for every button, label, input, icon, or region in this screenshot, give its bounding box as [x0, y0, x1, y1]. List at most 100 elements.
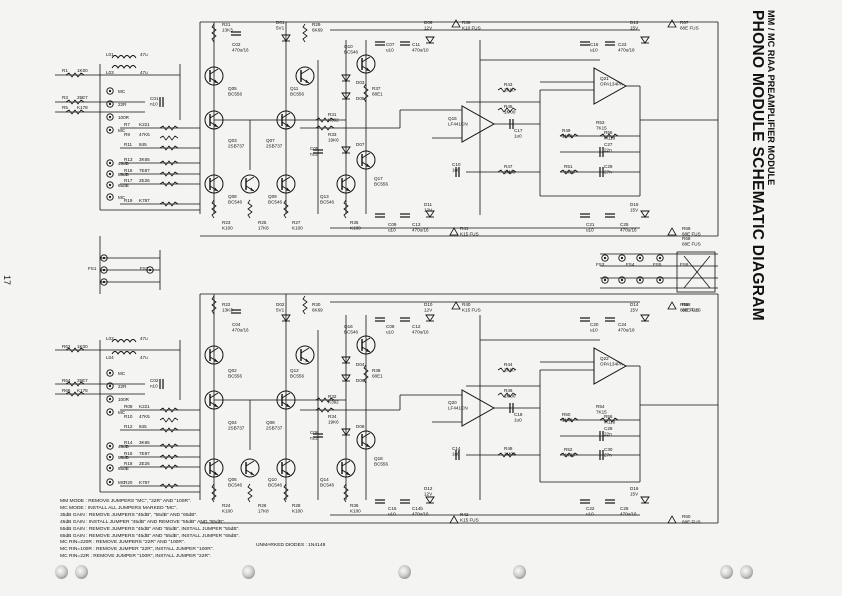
component-ref: R33 [328, 132, 337, 137]
transistor-ref: Q11 [290, 86, 299, 91]
component-value: 12V [424, 208, 433, 213]
transistor-ref: Q03 [228, 138, 237, 143]
component-value: 27n [604, 170, 612, 175]
component-value: 470u/16 [412, 512, 429, 517]
input-label: MC [118, 410, 126, 415]
transistor-value: BC556 [374, 462, 388, 467]
component-value: u10 [388, 228, 396, 233]
top-part-ref: C20 [590, 322, 599, 327]
component-ref: C30 [604, 447, 613, 452]
resistor-value: 2E26 [139, 461, 150, 466]
component-ref: R25 [258, 220, 267, 225]
component-value: 1u0 [514, 418, 522, 423]
coil-value: 47u [140, 336, 148, 341]
component-ref: D15 [630, 202, 639, 207]
component-ref: D16 [630, 486, 639, 491]
component-ref: R49 [562, 128, 571, 133]
component-value: 68E FUS [682, 520, 701, 525]
top-part-ref: C08 [386, 324, 395, 329]
component-value: 470u/16 [620, 512, 637, 517]
component-ref: R55 [604, 130, 613, 135]
fuse-resistor-ref: R58 [682, 302, 691, 307]
top-part-ref: D09 [424, 20, 433, 25]
resistor-ref: R7 [124, 122, 130, 127]
component-ref: C05 [310, 146, 319, 151]
top-part-ref: C24 [618, 322, 627, 327]
top-part-value: 5V1 [276, 26, 285, 31]
component-ref: R32 [328, 394, 337, 399]
component-ref: R44 [504, 362, 513, 367]
mode-note: MC RIN=22R : REMOVE JUMPER "100R", INSTA… [60, 554, 212, 560]
component-labels: MC22R100RMC45dB55dB65dBMCMC22R100RMC45dB… [62, 20, 701, 525]
input-label: 22R [118, 384, 127, 389]
component-ref: R69 [682, 226, 691, 231]
component-ref: R28 [292, 503, 301, 508]
component-ref: Q20 [448, 400, 457, 405]
transistor-ref: Q18 [374, 456, 383, 461]
binder-hole [75, 565, 88, 579]
top-part-ref: D10 [424, 302, 433, 307]
component-value: K15 FUS [460, 518, 479, 523]
transistor-ref: Q17 [374, 176, 383, 181]
input-label: 65dB [118, 183, 129, 188]
top-part-ref: Q10 [344, 44, 353, 49]
fuse-resistor-value: 68E FUS [682, 308, 701, 313]
component-value: 17K8 [258, 226, 269, 231]
component-ref: C14b [412, 506, 423, 511]
component-ref: C13 [412, 222, 421, 227]
binder-hole [242, 565, 255, 579]
resistor-value: 47K5 [139, 132, 150, 137]
component-ref: C28 [604, 426, 613, 431]
resistor-value: K221 [139, 404, 150, 409]
component-ref: R47 [504, 164, 513, 169]
component-ref: C15 [388, 506, 397, 511]
coil-value: 47u [140, 70, 148, 75]
component-ref: C10 [452, 162, 461, 167]
component-value: 19K6 [328, 420, 339, 425]
component-value: 27n [604, 453, 612, 458]
transistor-ref: Q14 [320, 477, 329, 482]
component-value: K100 [222, 226, 233, 231]
fuse-resistor-ref: R68 [682, 236, 691, 241]
input-label: MC [118, 89, 126, 94]
component-value: K100 [350, 226, 361, 231]
component-value: 19K6 [328, 138, 339, 143]
upper-channel [55, 21, 719, 237]
input-label: MC [118, 480, 126, 485]
component-value: M118 [604, 420, 616, 425]
component-value: 470u/16 [412, 228, 429, 233]
top-part-value: u10 [386, 48, 394, 53]
component-ref: C02 [150, 378, 159, 383]
component-ref: C17 [514, 128, 523, 133]
component-ref: D06 [356, 378, 365, 383]
top-part-ref: R67 [680, 20, 689, 25]
component-ref: C29 [604, 164, 613, 169]
transistor-ref: Q13 [320, 194, 329, 199]
mode-note: MC MODE : INSTALL ALL JUMPERS MARKED "MC… [60, 505, 178, 511]
transistor-value: 2SB737 [228, 426, 245, 431]
mode-note: MC RIN=100R : REMOVE JUMPER "22R", INSTA… [60, 547, 214, 553]
mode-note: 35dB GAIN : REMOVE JUMPERS "45dB", "55dB… [60, 512, 198, 518]
page-number: 17 [2, 274, 13, 286]
resistor-value: K787 [139, 480, 150, 485]
transistor-value: 2SB737 [228, 144, 245, 149]
component-value: u10 [388, 512, 396, 517]
transistor-ref: Q05 [228, 86, 237, 91]
component-value: 1u0 [452, 452, 460, 457]
input-label: 100R [118, 115, 130, 120]
component-value: K100 [350, 509, 361, 514]
component-value: K100 [292, 509, 303, 514]
top-part-value: 470u/16 [232, 328, 249, 333]
component-ref: R51 [564, 164, 573, 169]
fuse-label: FS6 [680, 262, 689, 267]
resistor-ref: R1 [62, 68, 68, 73]
component-value: 12V [424, 492, 433, 497]
component-ref: D04 [356, 362, 365, 367]
coil-ref: L02 [106, 336, 114, 341]
resistor-ref: R66 [62, 388, 71, 393]
component-value: 11K8 [562, 418, 573, 423]
top-part-value: 15V [630, 26, 639, 31]
component-ref: R53 [596, 120, 605, 125]
component-ref: C06 [310, 430, 319, 435]
